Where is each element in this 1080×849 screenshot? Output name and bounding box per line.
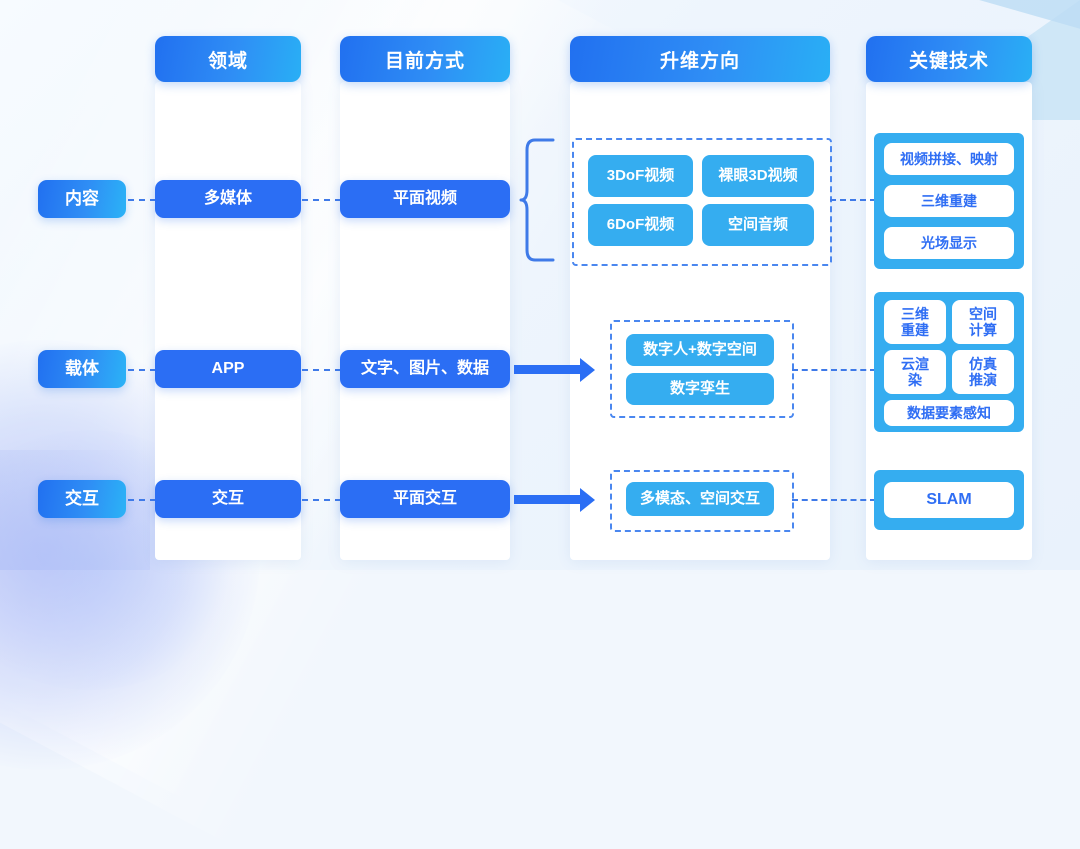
arrow-current-to-upgrade-row3 xyxy=(514,488,595,512)
connector-label-to-domain-row2 xyxy=(128,369,156,371)
current-item-row3[interactable]: 平面交互 xyxy=(340,480,510,518)
tech-item-spatial-computing[interactable]: 空间 计算 xyxy=(952,300,1014,344)
connector-label-to-domain-row1 xyxy=(128,199,156,201)
tech-item-3d-reconstruction-row1[interactable]: 三维重建 xyxy=(884,185,1014,217)
arrow-current-to-upgrade-row2 xyxy=(514,358,595,382)
connector-upgrade-to-tech-row2 xyxy=(792,369,876,371)
tech-item-light-field-display[interactable]: 光场显示 xyxy=(884,227,1014,259)
upgrade-group-row3 xyxy=(610,470,794,532)
tech-item-3d-reconstruction-row2[interactable]: 三维 重建 xyxy=(884,300,946,344)
connector-upgrade-to-tech-row3 xyxy=(792,499,876,501)
row-label-carrier[interactable]: 载体 xyxy=(38,350,126,388)
column-header-technology: 关键技术 xyxy=(866,36,1032,82)
upgrade-group-row1 xyxy=(572,138,832,266)
column-header-domain: 领域 xyxy=(155,36,301,82)
upgrade-item-6dof-video[interactable]: 6DoF视频 xyxy=(588,204,693,246)
connector-upgrade-to-tech-row1 xyxy=(830,199,876,201)
upgrade-item-3dof-video[interactable]: 3DoF视频 xyxy=(588,155,693,197)
column-header-upgrade: 升维方向 xyxy=(570,36,830,82)
connector-domain-to-current-row3 xyxy=(302,499,341,501)
upgrade-item-glasses-free-3d-video[interactable]: 裸眼3D视频 xyxy=(702,155,814,197)
connector-label-to-domain-row3 xyxy=(128,499,156,501)
upgrade-item-digital-human-space[interactable]: 数字人+数字空间 xyxy=(626,334,774,366)
connector-domain-to-current-row2 xyxy=(302,369,341,371)
tech-item-simulation-deduction[interactable]: 仿真 推演 xyxy=(952,350,1014,394)
domain-item-row2[interactable]: APP xyxy=(155,350,301,388)
brace-connector-row1 xyxy=(519,138,555,262)
upgrade-item-multimodal-spatial-interaction[interactable]: 多模态、空间交互 xyxy=(626,482,774,516)
current-item-row1[interactable]: 平面视频 xyxy=(340,180,510,218)
row-label-interaction[interactable]: 交互 xyxy=(38,480,126,518)
column-header-current: 目前方式 xyxy=(340,36,510,82)
tech-item-video-stitching-mapping[interactable]: 视频拼接、映射 xyxy=(884,143,1014,175)
upgrade-item-spatial-audio[interactable]: 空间音频 xyxy=(702,204,814,246)
row-label-content[interactable]: 内容 xyxy=(38,180,126,218)
upgrade-item-digital-twin[interactable]: 数字孪生 xyxy=(626,373,774,405)
tech-item-data-element-sensing[interactable]: 数据要素感知 xyxy=(884,400,1014,426)
tech-item-cloud-rendering[interactable]: 云渲 染 xyxy=(884,350,946,394)
domain-item-row3[interactable]: 交互 xyxy=(155,480,301,518)
domain-item-row1[interactable]: 多媒体 xyxy=(155,180,301,218)
current-item-row2[interactable]: 文字、图片、数据 xyxy=(340,350,510,388)
connector-domain-to-current-row1 xyxy=(302,199,341,201)
tech-item-slam[interactable]: SLAM xyxy=(884,482,1014,518)
